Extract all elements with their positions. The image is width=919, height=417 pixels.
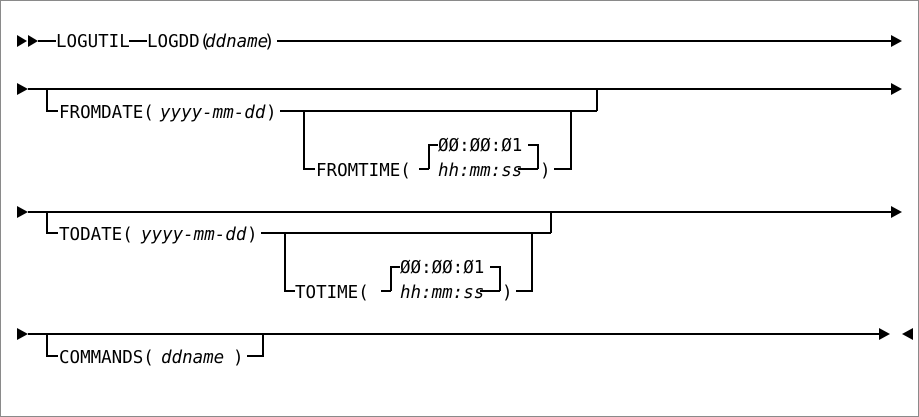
continue-arrow-3-icon [17,206,28,218]
totime-default-exit [490,266,501,291]
totime-default-enter [390,266,400,291]
totime-open-keyword: TOTIME( [295,283,369,303]
end-arrow-2-icon [891,83,902,95]
fromtime-close-keyword: ) [540,161,551,181]
fromtime-variable: hh:mm:ss [438,161,522,181]
fromtime-branch-enter [303,111,315,170]
commands-close-keyword: ) [233,348,244,368]
continue-arrow-2-icon [17,83,28,95]
fromtime-default-enter [428,144,438,169]
start-arrow-2-icon [28,35,38,47]
totime-default-value: ØØ:ØØ:Ø1 [400,258,484,278]
logutil-keyword: LOGUTIL [56,32,130,52]
todate-branch-enter [46,212,58,234]
continue-arrow-4-icon [17,328,28,340]
end-arrow-4-right-icon [879,328,890,340]
logdd-close-keyword: ) [264,32,275,52]
fromdate-open-keyword: FROMDATE( [59,103,154,123]
fromdate-variable: yyyy-mm-dd [159,103,266,123]
diagram-line-4: COMMANDS( ddname ) [17,328,913,368]
todate-close-keyword: ) [247,225,258,245]
totime-branch-rejoin [516,233,533,292]
diagram-line-1: LOGUTIL LOGDD( ddname ) [17,32,902,52]
commands-open-keyword: COMMANDS( [59,348,154,368]
totime-branch-enter [284,233,295,292]
logdd-open-keyword: LOGDD( [147,32,210,52]
totime-close-keyword: ) [502,283,513,303]
fromtime-default-value: ØØ:ØØ:Ø1 [438,136,522,156]
fromdate-branch-enter [46,89,58,112]
totime-variable: hh:mm:ss [400,283,484,303]
todate-open-keyword: TODATE( [59,225,133,245]
fromtime-branch-rejoin [554,111,572,170]
todate-variable: yyyy-mm-dd [140,225,247,245]
end-arrow-4-left-icon [902,328,913,340]
diagram-line-2: FROMDATE( yyyy-mm-dd ) FROMTIME( ØØ:ØØ:Ø… [17,83,902,181]
end-arrow-3-icon [891,206,902,218]
commands-branch-rejoin [247,334,264,357]
fromtime-default-exit [528,144,539,169]
diagram-line-3: TODATE( yyyy-mm-dd ) TOTIME( ØØ:ØØ:Ø1 hh… [17,206,902,303]
commands-variable: ddname [161,348,224,368]
fromdate-close-keyword: ) [266,103,277,123]
commands-branch-enter [46,334,58,357]
end-arrow-1-icon [891,35,902,47]
fromtime-open-keyword: FROMTIME( [316,161,411,181]
start-arrow-1-icon [17,35,27,47]
logdd-variable: ddname [205,32,268,52]
